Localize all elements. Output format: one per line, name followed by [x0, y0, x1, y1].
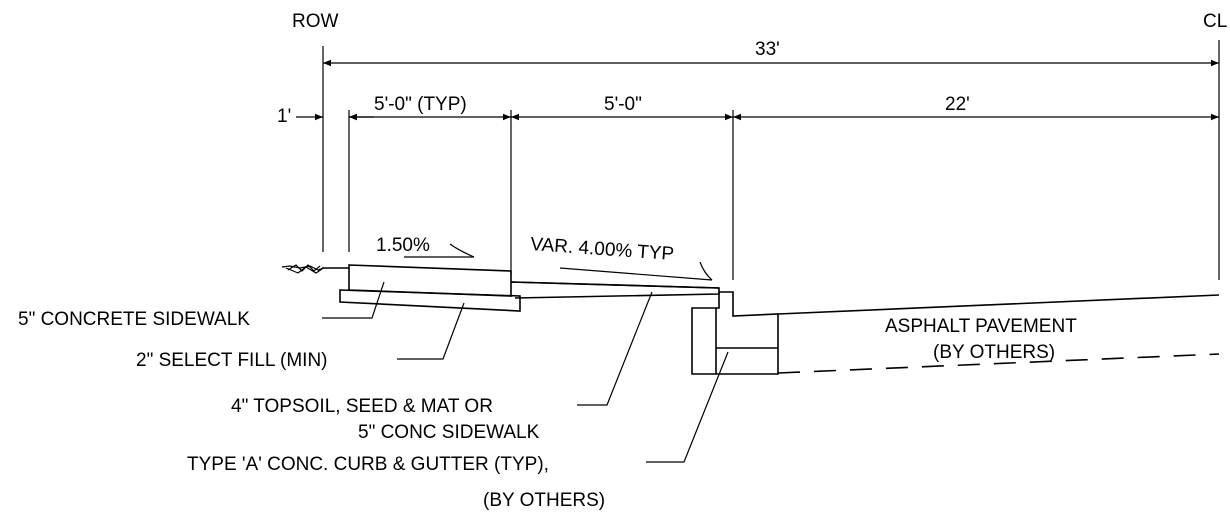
topsoil-callout-line2: 5" CONC SIDEWALK	[358, 422, 540, 443]
select-fill-leader	[397, 302, 465, 360]
half-street-dimension: 22'	[945, 94, 970, 115]
sidewalk-leader	[322, 281, 385, 319]
strip-width-dimension: 5'-0"	[604, 94, 642, 115]
topsoil-strip-top	[510, 281, 720, 289]
strip-slope-symbol	[699, 261, 713, 281]
curb-and-gutter	[691, 291, 779, 375]
concrete-sidewalk-callout: 5" CONCRETE SIDEWALK	[18, 309, 250, 330]
sidewalk-slope-label: 1.50%	[376, 235, 430, 256]
sidewalk-slope-symbol	[449, 243, 475, 258]
asphalt-callout-line2: (BY OTHERS)	[933, 342, 1055, 363]
offset-dimension: 1'	[277, 106, 291, 127]
strip-slope-label: VAR. 4.00% TYP	[530, 234, 675, 265]
curb-callout-line1: TYPE 'A' CONC. CURB & GUTTER (TYP),	[187, 454, 549, 475]
centerline-label: CL	[1203, 11, 1227, 32]
pavement-surface	[777, 294, 1220, 315]
topsoil-leader	[577, 291, 653, 406]
select-fill-callout: 2" SELECT FILL (MIN)	[136, 350, 328, 371]
curb-leader	[646, 351, 729, 463]
row-label: ROW	[292, 11, 339, 32]
topsoil-callout-line1: 4" TOPSOIL, SEED & MAT OR	[231, 396, 493, 417]
sidewalk-width-dimension: 5'-0" (TYP)	[374, 94, 467, 115]
total-width-dimension: 33'	[755, 39, 780, 60]
select-fill	[339, 289, 521, 312]
ground-hatch	[281, 264, 325, 274]
pavement-base-dashed	[777, 353, 1220, 374]
curb-callout-line2: (BY OTHERS)	[483, 490, 605, 511]
asphalt-callout-line1: ASPHALT PAVEMENT	[885, 316, 1077, 337]
strip-slope-line	[559, 267, 713, 281]
